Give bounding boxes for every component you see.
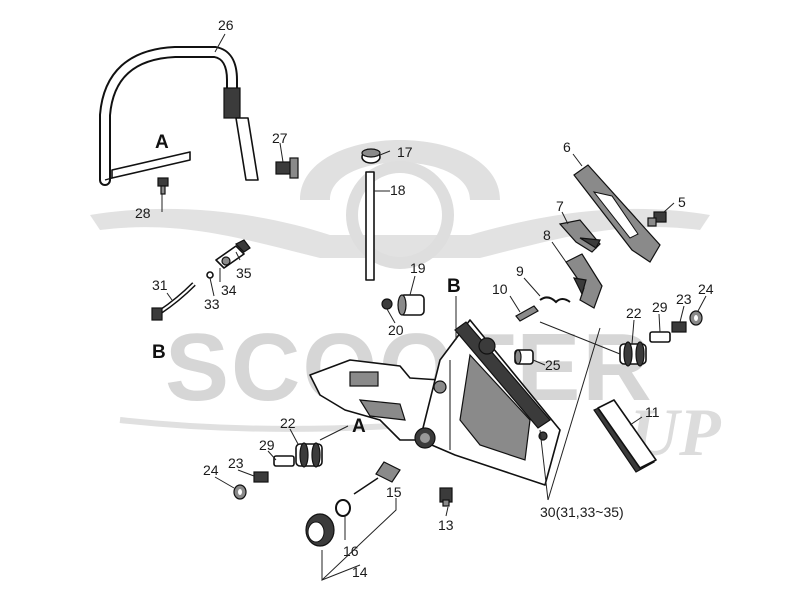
callout-19: 19: [410, 260, 426, 276]
callout-10: 10: [492, 281, 508, 297]
part-15-filter-pickup: [353, 461, 401, 495]
callout-35: 35: [236, 265, 252, 281]
part-18-tube: [365, 171, 375, 281]
part-17-grommet: [361, 148, 381, 164]
part-33-seal: [206, 271, 214, 279]
callout-29-left: 29: [259, 437, 275, 453]
callout-marker-A-upper: A: [155, 132, 169, 153]
callout-16: 16: [343, 543, 359, 559]
callout-18: 18: [390, 182, 406, 198]
part-5-screw: [647, 211, 667, 227]
callout-marker-B-left: B: [152, 342, 166, 363]
callout-23-right: 23: [676, 291, 692, 307]
callout-24-left: 24: [203, 462, 219, 478]
part-31-hose: [151, 282, 196, 321]
part-6-cover-plate: [573, 164, 661, 263]
part-7-lever: [558, 219, 601, 253]
callout-5: 5: [678, 194, 686, 210]
part-9-spring: [539, 296, 571, 304]
callout-14: 14: [352, 564, 368, 580]
callout-9: 9: [516, 263, 524, 279]
leader-lines: [161, 33, 707, 582]
part-23-bolt-left: [253, 471, 269, 483]
callout-11: 11: [645, 404, 660, 420]
part-14-cap: [305, 513, 335, 547]
callout-22-left: 22: [280, 415, 296, 431]
callout-15: 15: [386, 484, 402, 500]
callout-22-right: 22: [626, 305, 642, 321]
callout-33: 33: [204, 296, 220, 312]
callout-20: 20: [388, 322, 404, 338]
part-19-filter: [397, 294, 425, 316]
part-27-screw: [275, 157, 299, 179]
callout-31: 31: [152, 277, 168, 293]
callout-7: 7: [556, 198, 564, 214]
callout-27: 27: [272, 130, 288, 146]
callout-24-right: 24: [698, 281, 714, 297]
callout-26: 26: [218, 17, 234, 33]
part-20-clip: [381, 298, 393, 310]
part-16-oring: [335, 499, 351, 517]
part-25-plug: [514, 349, 534, 365]
callout-6: 6: [563, 139, 571, 155]
callout-29-right: 29: [652, 299, 668, 315]
part-22-buffer-left: [295, 442, 323, 468]
callout-28: 28: [135, 205, 151, 221]
callout-30: 30(31,33~35): [540, 504, 624, 520]
part-8-brake-band: [565, 253, 603, 309]
part-10-pin: [515, 305, 539, 322]
part-24-washer-right: [689, 310, 703, 326]
callout-23-left: 23: [228, 455, 244, 471]
part-22-buffer-right: [619, 341, 647, 367]
callout-13: 13: [438, 517, 454, 533]
callout-8: 8: [543, 227, 551, 243]
callout-marker-A-lower: A: [352, 416, 366, 437]
callout-25: 25: [545, 357, 561, 373]
part-11-side-cover: [593, 399, 657, 473]
part-26-front-handle: [99, 46, 259, 186]
part-29-collar-right: [649, 331, 671, 343]
part-34-35-fitting: [215, 239, 251, 269]
callout-34: 34: [221, 282, 237, 298]
part-24-washer-left: [233, 484, 247, 500]
part-30-main-housing: [309, 319, 561, 486]
callout-marker-B-right: B: [447, 276, 461, 297]
part-28-bolt: [157, 177, 169, 195]
part-23-bolt-right: [671, 321, 687, 333]
part-13-screw: [439, 487, 453, 507]
callout-17: 17: [397, 144, 413, 160]
part-29-collar-left: [273, 455, 295, 467]
